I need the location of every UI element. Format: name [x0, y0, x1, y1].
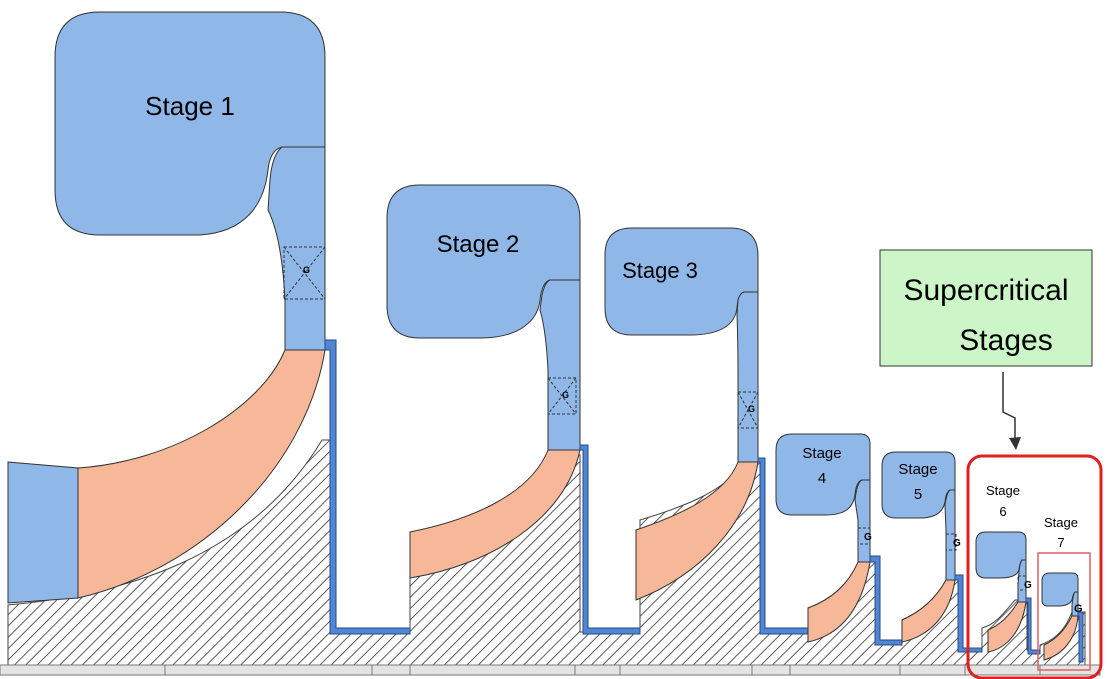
stage-1-label: Stage 1: [145, 91, 235, 121]
callout-arrow-head: [1009, 437, 1021, 450]
callout-box: [879, 249, 1093, 367]
supercritical-callout: Supercritical Stages: [879, 249, 1093, 367]
callout-line-2: Stages: [959, 324, 1052, 357]
stage-4: G Stage 4: [775, 433, 903, 646]
stage-4-gap-label: G: [864, 532, 872, 543]
stage-3-impeller: [635, 461, 759, 601]
stage-2-gap-label: G: [562, 390, 569, 400]
stage-5-gap-label: G: [953, 538, 961, 549]
stage-5-label-line2: 5: [914, 486, 922, 503]
stage-3-diffuser: [736, 291, 759, 463]
stage-6-channel: [1025, 597, 1041, 655]
callout-arrow: [1002, 372, 1016, 442]
stage-5-volute: [881, 451, 956, 519]
supercritical-highlight-box: [966, 454, 1103, 679]
stage-4-label-line2: 4: [818, 470, 826, 487]
stage-7-channel: [1077, 611, 1084, 663]
stage-3: G Stage 3: [604, 227, 809, 635]
stage-7: G Stage 7: [1037, 515, 1091, 671]
stage-2: G Stage 2: [386, 184, 641, 635]
stage-5-channel: [954, 574, 983, 653]
stage-6: G Stage 6: [975, 483, 1041, 655]
stage-3-label: Stage 3: [622, 258, 698, 283]
stage-6-volute: [975, 531, 1027, 579]
inlet-duct: [7, 461, 79, 604]
stage-3-gap-label: G: [748, 404, 755, 414]
stage-1-diffuser: [267, 146, 326, 351]
stage-1-impeller: [77, 349, 326, 599]
stage-6-gap-label: G: [1024, 580, 1032, 591]
callout-line-1: Supercritical: [903, 274, 1068, 307]
stage-7-label-line1: Stage: [1044, 515, 1078, 530]
stage-5-label-line1: Stage: [898, 461, 937, 478]
stage-3-volute: [604, 227, 759, 336]
stage-2-volute: [386, 184, 581, 339]
stage-1-channel: [324, 339, 411, 635]
stage-4-diffuser: [854, 479, 871, 563]
stage-3-gap-box: [737, 391, 759, 429]
stage-1: G Stage 1: [54, 11, 411, 635]
stage-6-label-line1: Stage: [986, 483, 1020, 498]
stage-2-channel: [579, 444, 641, 635]
stage-2-diffuser: [539, 279, 581, 451]
stage-7-label-line2: 7: [1057, 535, 1064, 550]
stage-5-gap-box: [945, 533, 957, 551]
stage-4-label-line1: Stage: [802, 445, 841, 462]
stage-1-gap-label: G: [303, 265, 310, 275]
stage-1-gap-box: [283, 246, 326, 300]
stage-6-label-line2: 6: [999, 504, 1006, 519]
stage-7-highlight-box: [1037, 552, 1091, 671]
stage-5: G Stage 5: [881, 451, 983, 653]
stage-4-gap-box: [857, 527, 871, 545]
stage-4-volute: [775, 433, 871, 516]
stage-7-gap-label: G: [1074, 603, 1083, 615]
stage-7-volute: [1041, 572, 1079, 607]
stage-2-gap-box: [547, 377, 577, 415]
stage-6-gap-box: [1017, 575, 1027, 591]
stage-1-volute: [54, 11, 326, 236]
stage-4-channel: [869, 555, 903, 646]
stage-2-label: Stage 2: [437, 231, 520, 258]
